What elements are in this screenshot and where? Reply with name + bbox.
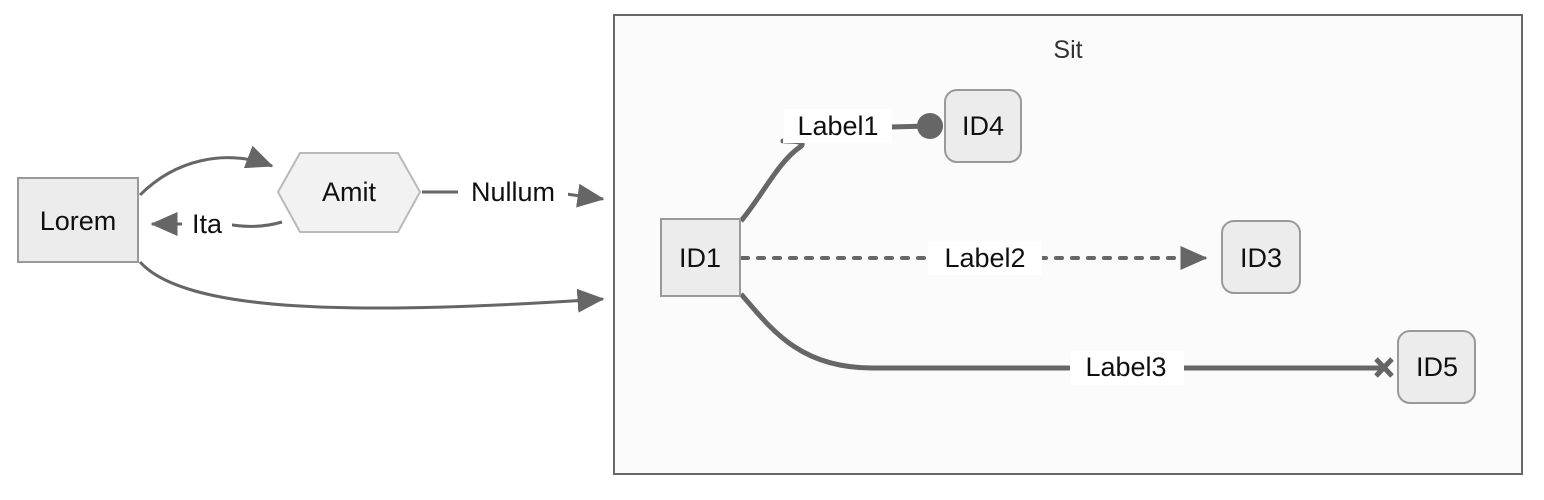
node-label-id3: ID3 — [1240, 243, 1282, 273]
node-id1[interactable]: ID1 — [660, 218, 741, 297]
node-shape-rounded — [1221, 220, 1301, 294]
node-label-amit: Amit — [322, 177, 376, 207]
node-shape-rect — [17, 177, 139, 263]
node-shape-hexagon — [276, 152, 422, 233]
node-label-id1: ID1 — [679, 243, 721, 273]
edge-label-backdrop — [1070, 351, 1184, 385]
subgraph-title: Sit — [1053, 36, 1082, 64]
edge-id1-to-id4[interactable]: Label1 — [739, 109, 943, 223]
subgraph-boundary — [613, 14, 1523, 475]
edge-label-backdrop — [182, 209, 232, 239]
edge-line-left — [739, 292, 1070, 371]
edge-id1-to-id3[interactable]: Label2 — [740, 241, 1208, 275]
edge-label-backdrop — [784, 109, 892, 143]
edge-label-nullum: Nullum — [471, 177, 555, 207]
edge-label-label3: Label3 — [1085, 352, 1166, 382]
edge-label-backdrop — [928, 241, 1042, 275]
edge-label-label2: Label2 — [944, 243, 1025, 273]
node-label-id5: ID5 — [1416, 352, 1458, 382]
edge-amit-to-lorem[interactable]: Ita — [150, 209, 283, 239]
node-lorem[interactable]: Lorem — [17, 177, 139, 263]
edge-label-backdrop — [458, 177, 568, 207]
edge-label-ita: Ita — [192, 209, 223, 239]
edge-id1-to-id5[interactable]: Label3 — [739, 292, 1394, 385]
node-amit[interactable]: Amit — [276, 152, 422, 233]
edge-line-right — [225, 220, 283, 228]
node-label-lorem: Lorem — [40, 206, 117, 236]
edge-line — [138, 145, 274, 197]
node-id4[interactable]: ID4 — [944, 89, 1022, 163]
edge-lorem-to-amit[interactable] — [138, 145, 274, 197]
node-shape-rect — [660, 218, 741, 297]
node-id3[interactable]: ID3 — [1221, 220, 1301, 294]
node-label-id4: ID4 — [962, 111, 1004, 141]
edge-line — [138, 260, 605, 313]
circle-end-marker-icon — [917, 113, 943, 139]
edge-line-right — [565, 183, 605, 208]
cross-end-marker-icon — [1374, 357, 1394, 378]
edge-amit-to-sit[interactable]: Nullum — [422, 177, 605, 208]
edge-lorem-to-sit[interactable] — [138, 260, 605, 313]
node-shape-rounded — [1397, 330, 1476, 404]
node-id5[interactable]: ID5 — [1397, 330, 1476, 404]
edge-label-label1: Label1 — [797, 111, 878, 141]
node-shape-rounded — [944, 89, 1022, 163]
subgraph-sit[interactable]: Sit — [613, 14, 1523, 475]
